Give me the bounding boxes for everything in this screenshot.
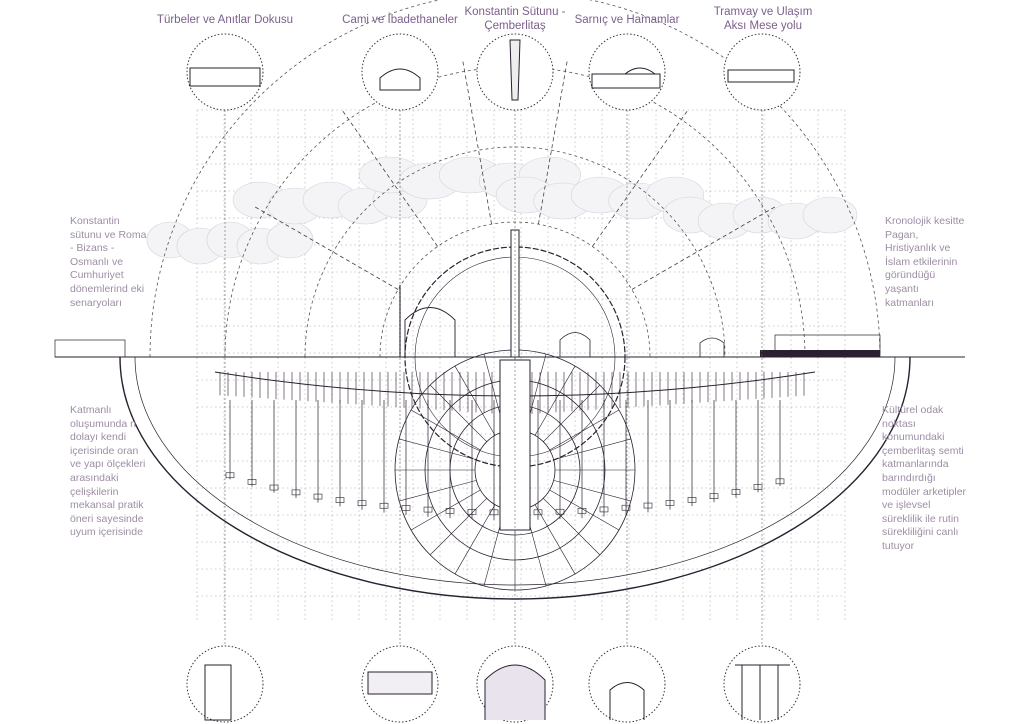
ring-spoke — [549, 409, 620, 451]
pillar-box — [269, 484, 279, 491]
dome — [699, 337, 725, 357]
arch-sketch — [609, 682, 645, 720]
left-building — [54, 339, 126, 358]
pillar-box — [555, 508, 565, 515]
pillar-box — [467, 508, 477, 515]
ring-spoke — [553, 480, 631, 502]
skyline-section — [54, 229, 965, 358]
bottom-vignette — [723, 645, 801, 723]
tram-sketch — [727, 69, 795, 83]
label-cami: Cami ve İbadethaneler — [342, 14, 458, 26]
pillar-box — [357, 500, 367, 506]
ring-spoke — [399, 438, 477, 460]
right-upper-text: Kronolojik kesitte Pagan, Hristiyanlık v… — [885, 215, 965, 309]
pillar-box — [335, 497, 345, 503]
pillar-box — [225, 472, 235, 479]
column-shaft-underground — [499, 359, 531, 531]
cloud — [266, 221, 314, 259]
column-sketch — [509, 39, 521, 101]
ring-spoke — [534, 504, 576, 575]
pillar-box — [489, 509, 499, 516]
dashed-arc — [224, 66, 806, 358]
pillar-box — [665, 500, 675, 506]
ring-spoke — [429, 384, 487, 442]
pillar-box — [643, 502, 653, 509]
pillar-box — [423, 506, 433, 513]
hagia-sketch — [484, 664, 546, 720]
pillar-box — [731, 489, 741, 495]
ring-spoke — [410, 489, 481, 531]
top-vignette — [723, 33, 801, 111]
ring-spoke — [553, 438, 631, 460]
cloud — [802, 196, 858, 234]
label-konstantin: Konstantin Sütunu - Çemberlitaş — [464, 6, 566, 32]
label-sarnic: Sarnıç ve Hamamlar — [574, 14, 680, 26]
turbe-sketch — [189, 67, 261, 87]
vignette-circles — [186, 33, 801, 723]
wall-sketch — [735, 664, 790, 720]
gate-sketch — [204, 664, 232, 721]
dashed-arc — [149, 0, 881, 358]
pillar-box — [621, 504, 631, 511]
label-tramvay: Tramvay ve Ulaşım Aksı Mese yolu — [713, 6, 813, 32]
top-vignette — [361, 33, 439, 111]
ring-spoke — [454, 365, 496, 436]
ring-spoke — [534, 365, 576, 436]
pillar-box — [775, 478, 785, 485]
bottom-vignette — [588, 645, 666, 723]
pillar-box — [599, 506, 609, 513]
label-turbeler: Türbeler ve Anıtlar Dokusu — [156, 14, 294, 26]
ring-spoke — [429, 498, 487, 556]
left-upper-text: Konstantin sütunu ve Roma - Bizans - Osm… — [70, 215, 147, 309]
pillar-box — [313, 493, 323, 500]
ring-spoke — [549, 489, 620, 531]
pillar-box — [379, 502, 389, 509]
left-lower-text: Katmanlı oluşumunda n dolayı kendi içeri… — [70, 404, 146, 539]
hamam-sketch — [591, 67, 661, 89]
top-vignette — [186, 33, 264, 111]
pillar-box — [247, 479, 257, 485]
pillar-box — [687, 497, 697, 503]
ring-spoke — [410, 409, 481, 451]
clouds — [146, 156, 858, 265]
ring-spoke — [543, 384, 601, 442]
mosque-sketch — [379, 68, 421, 91]
ring-spoke — [454, 504, 496, 575]
konstantin-column — [510, 229, 520, 358]
pillar-box — [709, 493, 719, 500]
mosque — [404, 307, 456, 358]
pillar-box — [445, 508, 455, 514]
relief-sketch — [367, 671, 433, 695]
pillar-box — [291, 489, 301, 496]
ring-spoke — [399, 480, 477, 502]
bottom-vignette — [186, 645, 264, 723]
ring-spoke — [543, 498, 601, 556]
tram — [760, 350, 880, 357]
right-lower-text: Kültürel odak noktası konumundaki çember… — [882, 404, 967, 552]
dome — [559, 332, 591, 357]
pillar-box — [401, 505, 411, 511]
